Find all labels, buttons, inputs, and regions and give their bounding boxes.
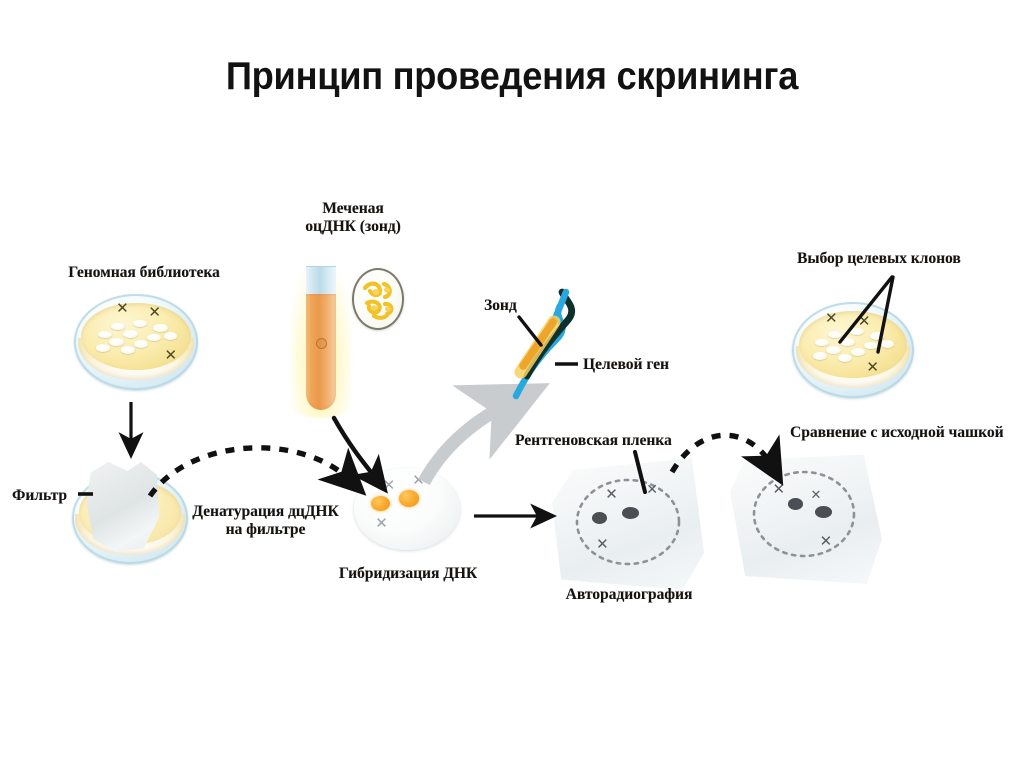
film-sheet — [552, 458, 704, 590]
filter-over-petri-dish — [70, 460, 190, 570]
x-mark: ✕ — [646, 480, 658, 497]
x-mark: ✕ — [164, 346, 178, 364]
label-dna-hybridization: Гибридизация ДНК — [338, 565, 478, 582]
arrow-zoom-to-duplex — [418, 383, 550, 486]
x-mark: ✕ — [148, 303, 161, 321]
label-filter: Фильтр — [12, 487, 67, 504]
autoradiograph-spot — [815, 506, 832, 518]
page-title: Принцип проведения скрининга — [225, 55, 799, 98]
petri-dish-genomic-library: ✕ ✕ ✕ — [74, 294, 198, 390]
probe-dna-strands-icon — [362, 281, 394, 320]
x-mark: ✕ — [375, 514, 388, 532]
x-mark: ✕ — [596, 536, 609, 554]
x-mark: ✕ — [866, 358, 879, 376]
x-mark: ✕ — [819, 532, 833, 550]
nitrocellulose-filter — [86, 461, 160, 552]
x-mark: ✕ — [824, 309, 838, 327]
target-gene-strand-cyan-lower — [512, 302, 566, 400]
label-target-clone-selection: Выбор целевых клонов — [797, 250, 961, 267]
x-mark: ✕ — [412, 471, 425, 489]
film-sheet — [730, 454, 882, 584]
magnified-probe-bubble — [352, 268, 404, 330]
petri-dish-target-clones: ✕ ✕ ✕ — [792, 302, 914, 398]
x-mark: ✕ — [810, 486, 822, 502]
test-tube-mark — [316, 338, 327, 349]
autoradiograph-spot — [591, 512, 607, 524]
petri-glass-edge — [74, 294, 198, 390]
petri-glass-edge — [792, 302, 914, 398]
test-tube-liquid — [306, 294, 336, 410]
label-comparison-with-original-dish: Сравнение с исходной чашкой — [790, 424, 1004, 441]
label-xray-film: Рентгеновская пленка — [515, 432, 672, 449]
leader-line-probe — [517, 315, 543, 347]
test-tube-neck — [306, 266, 336, 297]
x-mark: ✕ — [772, 481, 786, 499]
autoradiograph-spot — [787, 498, 803, 511]
xray-film-comparison: ✕ ✕ ✕ — [730, 452, 882, 584]
probe-glow — [514, 315, 561, 379]
x-mark: ✕ — [116, 299, 129, 317]
xray-film-autoradiography: ✕ ✕ ✕ — [552, 458, 704, 590]
target-gene-strand-dark — [523, 288, 576, 380]
label-genomic-library: Геномная библиотека — [68, 264, 220, 281]
x-mark: ✕ — [605, 486, 618, 504]
label-autoradiography: Авторадиография — [565, 586, 693, 603]
target-gene-strand-cyan-upper — [548, 288, 570, 330]
test-tube — [291, 266, 351, 418]
hybridization-signal-spot — [370, 495, 391, 512]
hybridization-signal-spot — [398, 490, 419, 507]
x-mark: ✕ — [382, 476, 396, 494]
probe-strand — [519, 318, 557, 370]
label-target-gene: Целевой ген — [583, 356, 669, 373]
x-mark: ✕ — [857, 313, 871, 331]
label-probe: Зонд — [484, 297, 517, 314]
label-labeled-ssdna-probe: Меченая оцДНК (зонд) — [305, 200, 401, 236]
autoradiograph-spot — [621, 506, 639, 519]
label-denaturation: Денатурация дцДНК на фильтре — [192, 503, 339, 539]
hybridization-filter-disc: ✕ ✕ ✕ — [354, 468, 460, 550]
